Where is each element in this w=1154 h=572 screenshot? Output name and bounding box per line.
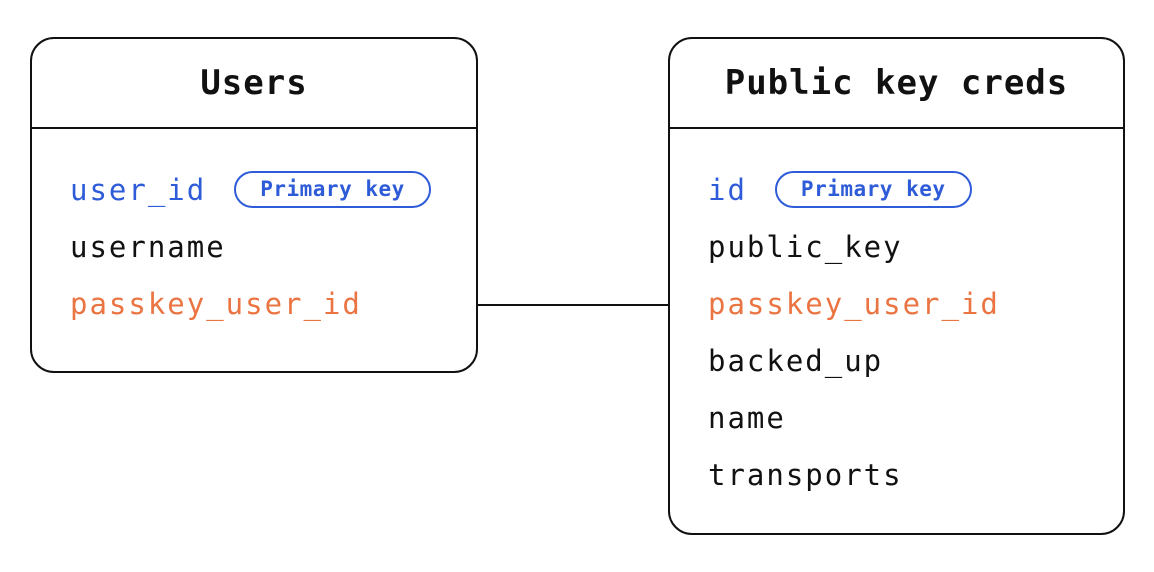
field-name: passkey_user_id [70,286,362,321]
table-title-users: Users [200,63,308,103]
field-name: backed_up [708,343,884,378]
field-name: id [708,172,747,207]
field-row-passkey_user_id: passkey_user_id [70,275,476,332]
field-name: transports [708,457,903,492]
field-row-public_key: public_key [708,218,1123,275]
field-row-name: name [708,389,1123,446]
relationship-line [478,304,668,306]
table-title-public-key-creds: Public key creds [724,63,1069,103]
field-row-transports: transports [708,446,1123,503]
primary-key-badge: Primary key [234,171,431,208]
field-row-user_id: user_id Primary key [70,161,476,218]
field-name: user_id [70,172,207,207]
table-public-key-creds-header: Public key creds [670,39,1123,129]
field-row-id: id Primary key [708,161,1123,218]
field-name: name [708,400,786,435]
table-users-header: Users [32,39,476,129]
field-row-passkey_user_id: passkey_user_id [708,275,1123,332]
field-row-username: username [70,218,476,275]
field-name: username [70,229,226,264]
field-name: passkey_user_id [708,286,1000,321]
table-public-key-creds: Public key creds id Primary key public_key… [668,37,1125,535]
field-name: public_key [708,229,903,264]
primary-key-badge: Primary key [774,171,972,208]
field-row-backed_up: backed_up [708,332,1123,389]
